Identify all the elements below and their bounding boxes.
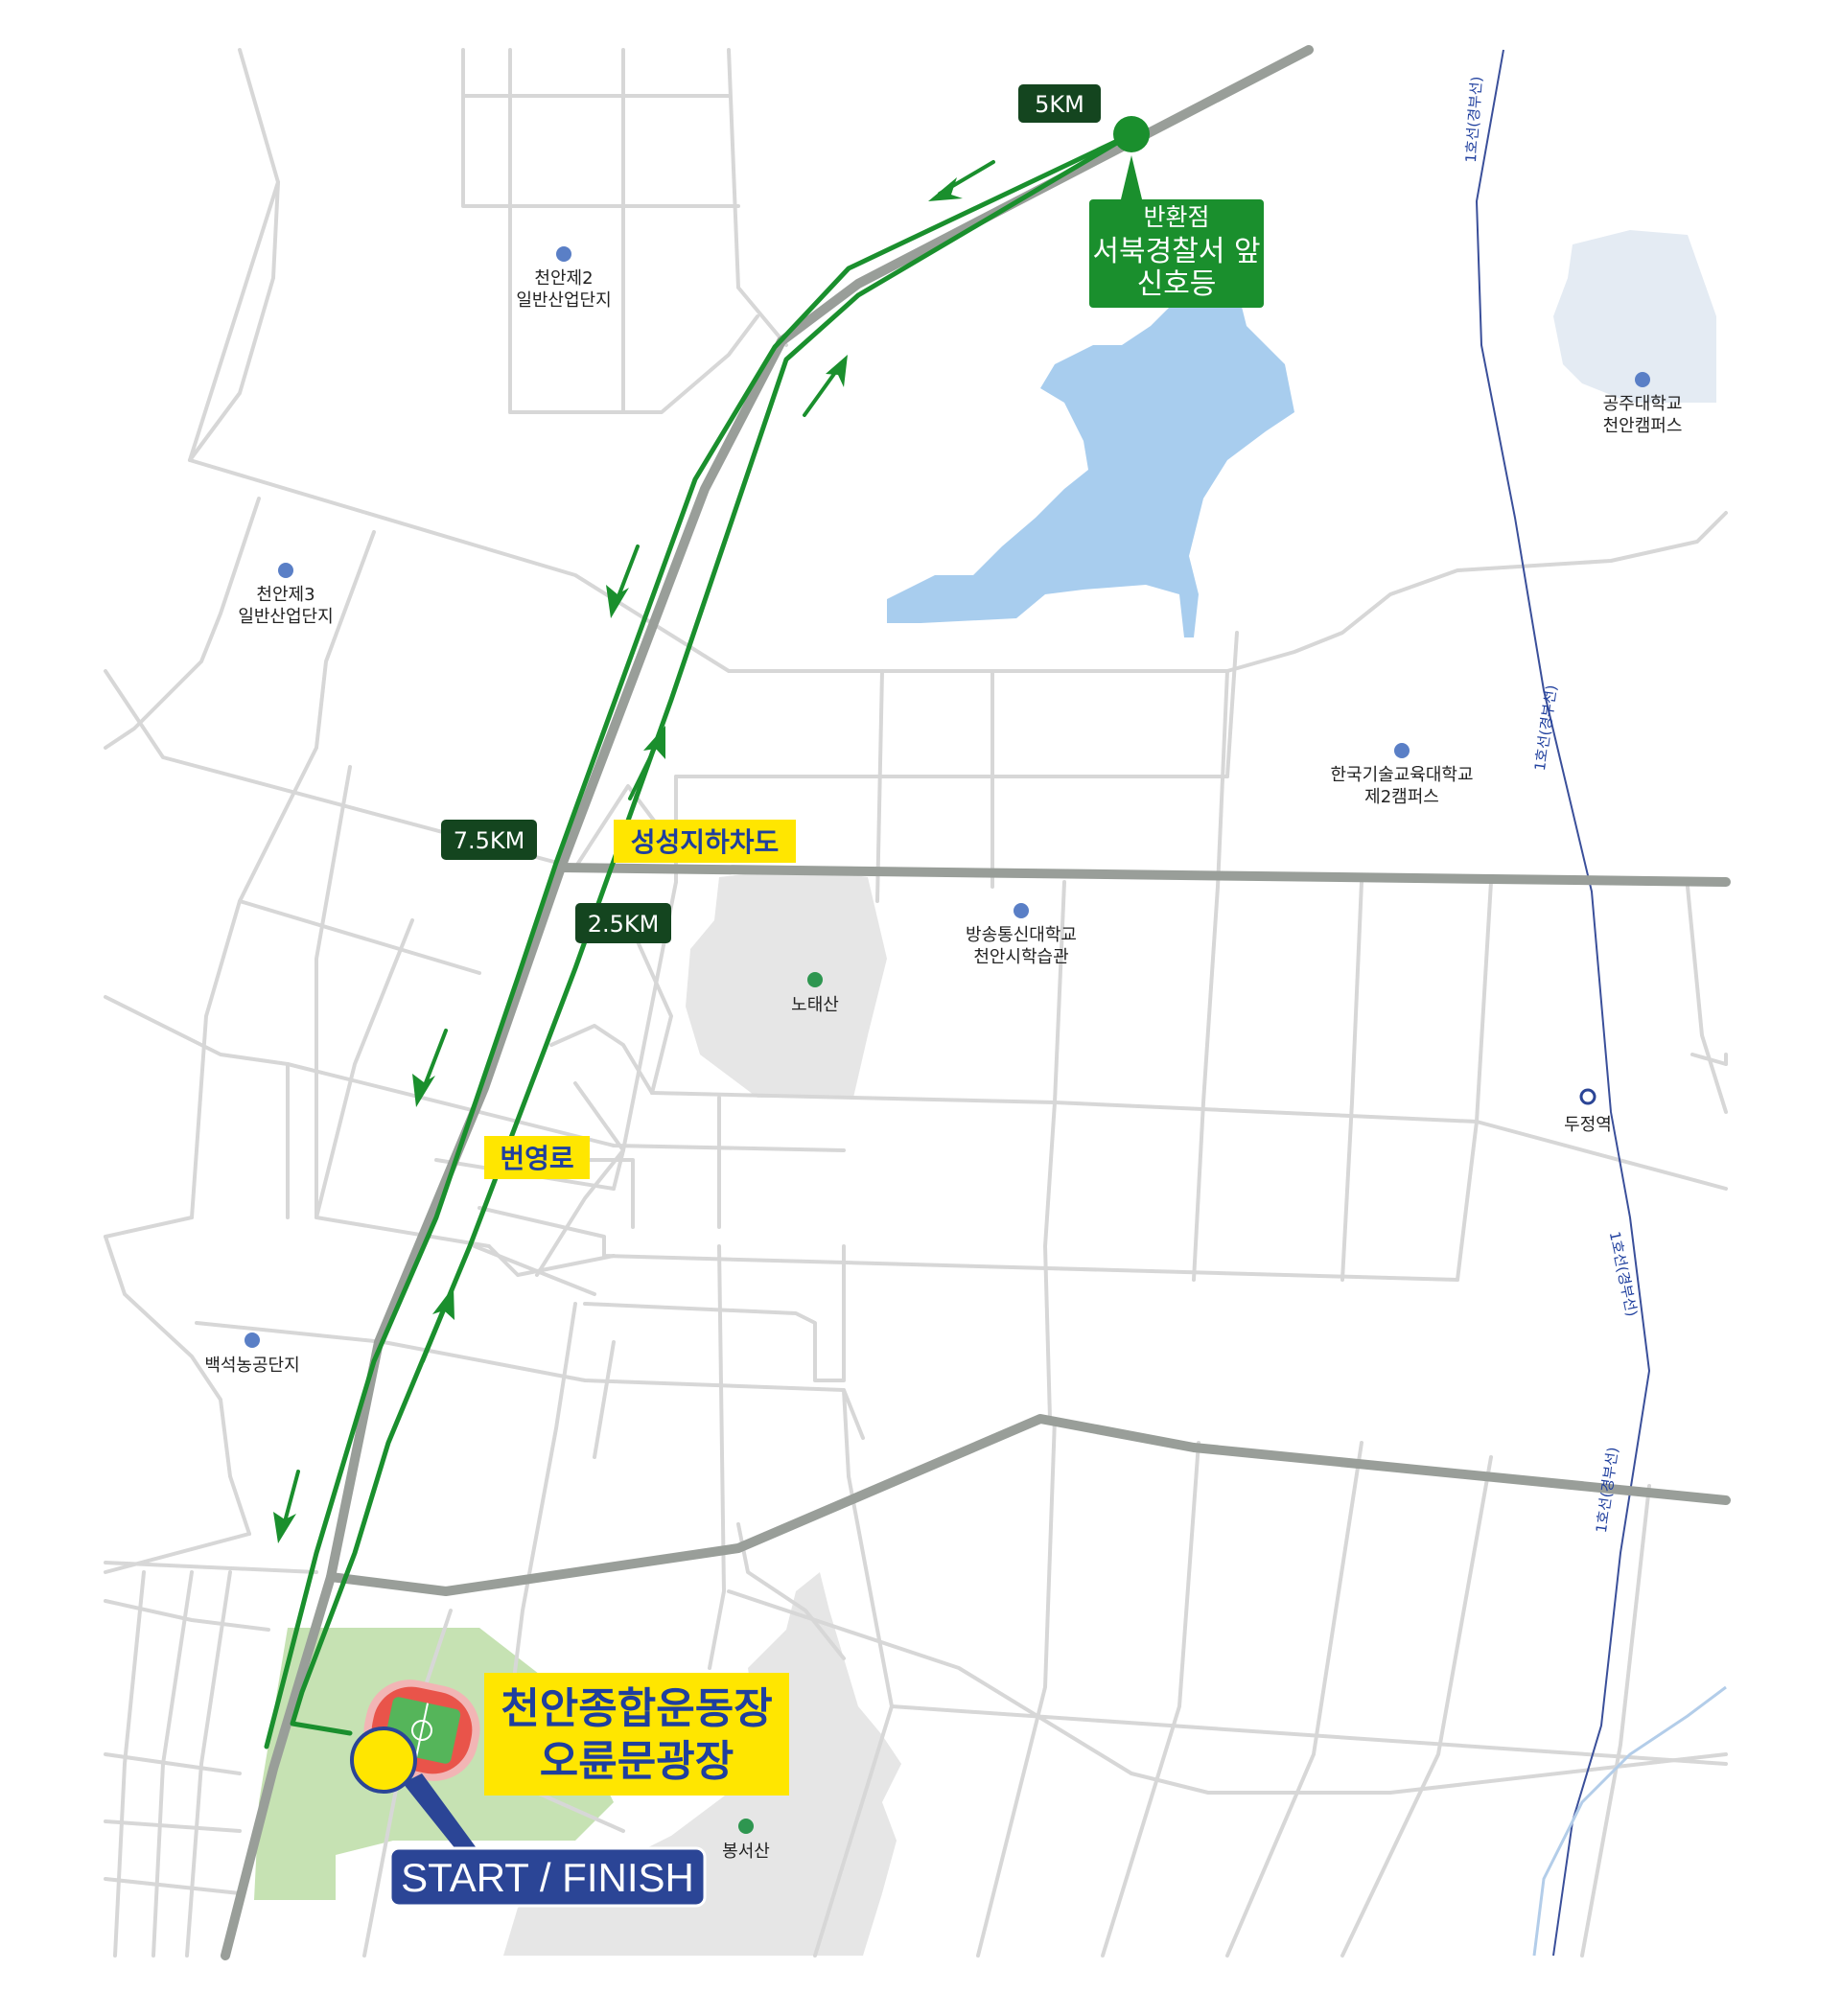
race-route (264, 131, 1134, 1750)
km-2-5-label: 2.5KM (588, 911, 660, 938)
main-roads (221, 45, 1731, 1960)
turnaround-box (1089, 199, 1264, 308)
turnaround-marker (1113, 116, 1150, 152)
arrow-4 (628, 726, 665, 800)
road-name-badge: 번영로 (484, 1136, 590, 1179)
km-7-5-label: 7.5KM (454, 827, 525, 854)
start-finish-badge: START / FINISH (388, 1846, 707, 1908)
poi-baekseok: 백석농공단지 (204, 1332, 300, 1376)
venue-line2: 오륜문광장 (540, 1737, 734, 1786)
route-inbound (264, 131, 1134, 1750)
start-pointer (403, 1773, 479, 1855)
svg-text:봉서산: 봉서산 (722, 1842, 770, 1862)
direction-arrows (273, 160, 995, 1543)
route-outbound (290, 131, 1134, 1736)
main-road-north (221, 45, 1314, 1960)
railway-label-1: 1호선(경부선) (1462, 76, 1485, 163)
stream (1532, 1685, 1727, 1957)
main-road-east-west (556, 863, 1731, 887)
poi-knou: 방송통신대학교 천안시학습관 (966, 903, 1077, 967)
poi-industrial-complex-3: 천안제3 일반산업단지 (238, 563, 334, 627)
svg-text:백석농공단지: 백석농공단지 (204, 1356, 299, 1376)
poi-notaesan: 노태산 (791, 972, 839, 1015)
poi-bongseosan: 봉서산 (722, 1819, 770, 1862)
turnaround-callout: 반환점 서북경찰서 앞 신호등 (1089, 199, 1264, 308)
poi-industrial-complex-2: 천안제2 일반산업단지 (516, 246, 612, 311)
start-marker (350, 1726, 417, 1794)
svg-text:일반산업단지: 일반산업단지 (238, 607, 333, 627)
svg-text:한국기술교육대학교: 한국기술교육대학교 (1330, 765, 1473, 785)
turnaround-line3: 신호등 (1137, 267, 1217, 301)
poi-kongju-university: 공주대학교 천안캠퍼스 (1603, 372, 1683, 436)
arrow-5 (412, 1029, 448, 1107)
svg-text:일반산업단지: 일반산업단지 (516, 290, 611, 311)
svg-text:제2캠퍼스: 제2캠퍼스 (1364, 787, 1439, 807)
svg-text:천안제2: 천안제2 (534, 268, 593, 289)
arrow-2 (803, 355, 848, 417)
svg-text:천안캠퍼스: 천안캠퍼스 (1603, 416, 1683, 436)
km-5-label: 5KM (1035, 91, 1084, 118)
svg-text:천안시학습관: 천안시학습관 (973, 947, 1068, 967)
km-2-5-badge: 2.5KM (575, 903, 671, 943)
km-5-badge: 5KM (1018, 84, 1101, 123)
km-7-5-badge: 7.5KM (441, 820, 537, 860)
poi-koreatech: 한국기술교육대학교 제2캠퍼스 (1330, 743, 1474, 807)
svg-text:방송통신대학교: 방송통신대학교 (966, 925, 1077, 945)
svg-text:공주대학교: 공주대학교 (1603, 394, 1683, 414)
venue-callout: 천안종합운동장 오륜문광장 (484, 1673, 789, 1796)
start-finish-label: START / FINISH (401, 1855, 694, 1900)
land-areas (254, 230, 1716, 1956)
kongju-campus-area (1553, 230, 1716, 403)
railway-label-3: 1호선(경부선) (1606, 1230, 1641, 1318)
venue-box (484, 1673, 789, 1796)
turnaround-pointer (1120, 155, 1143, 203)
underpass-badge: 성성지하차도 (614, 820, 796, 863)
road-name-label: 번영로 (500, 1143, 573, 1174)
poi-dujeong-station: 두정역 (1564, 1088, 1612, 1135)
svg-text:두정역: 두정역 (1564, 1115, 1612, 1135)
arrow-6 (421, 1286, 454, 1363)
turnaround-line2: 서북경찰서 앞 (1092, 235, 1260, 268)
bongseosan-mountain (503, 1572, 901, 1956)
notaesan-mountain (686, 868, 887, 1098)
station-icon (1579, 1088, 1596, 1105)
main-road-south (326, 1414, 1731, 1596)
underpass-label: 성성지하차도 (631, 826, 780, 858)
arrow-1 (928, 160, 995, 201)
arrow-3 (606, 545, 640, 618)
svg-text:천안제3: 천안제3 (256, 585, 315, 605)
arrow-7 (273, 1470, 300, 1543)
venue-line1: 천안종합운동장 (501, 1684, 772, 1733)
turnaround-line1: 반환점 (1143, 203, 1209, 231)
svg-text:노태산: 노태산 (791, 995, 839, 1015)
street-grid (104, 48, 1728, 1958)
railway-label-2: 1호선(경부선) (1531, 684, 1560, 772)
railway-line (1475, 49, 1651, 1957)
lake (887, 288, 1294, 637)
